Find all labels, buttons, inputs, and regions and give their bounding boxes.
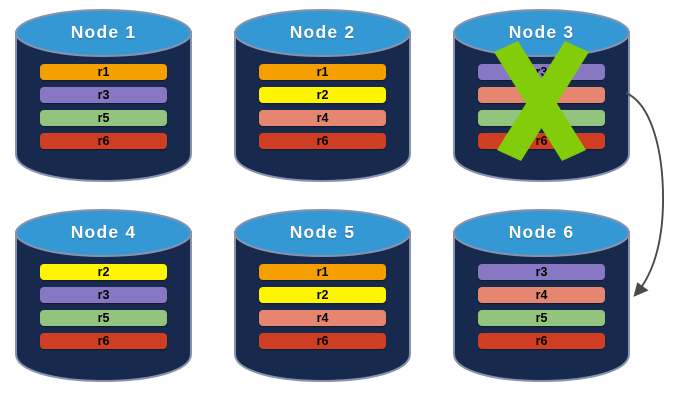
- cylinder-top-ellipse: [234, 9, 411, 57]
- node-cylinder-5[interactable]: Node 5 r1 r2 r4 r6: [233, 208, 412, 383]
- cylinder-top-ellipse: [234, 209, 411, 257]
- record-bar-r5[interactable]: r5: [40, 110, 167, 126]
- node-label: Node 1: [70, 22, 137, 42]
- node-cylinder-2[interactable]: Node 2 r1 r2 r4 r6: [233, 8, 412, 183]
- record-bar-r4[interactable]: r4: [478, 87, 605, 103]
- record-bar-r5[interactable]: r5: [478, 110, 605, 126]
- record-bar-r2[interactable]: r2: [259, 87, 386, 103]
- record-list: r3 r4 r5 r6: [478, 264, 605, 356]
- record-list: r2 r3 r5 r6: [40, 264, 167, 356]
- cylinder-top-ellipse: [15, 9, 192, 57]
- record-bar-r5[interactable]: r5: [478, 310, 605, 326]
- record-bar-r6[interactable]: r6: [259, 333, 386, 349]
- record-list: r1 r2 r4 r6: [259, 264, 386, 356]
- record-bar-r5[interactable]: r5: [40, 310, 167, 326]
- cylinder-top-ellipse: [15, 209, 192, 257]
- record-list: r1 r2 r4 r6: [259, 64, 386, 156]
- record-list: r3 r4 r5 r6: [478, 64, 605, 156]
- record-bar-r2[interactable]: r2: [40, 264, 167, 280]
- record-bar-r3[interactable]: r3: [478, 64, 605, 80]
- arrow-path: [625, 92, 664, 297]
- record-bar-r4[interactable]: r4: [259, 310, 386, 326]
- record-bar-r6[interactable]: r6: [40, 333, 167, 349]
- node-cylinder-4[interactable]: Node 4 r2 r3 r5 r6: [14, 208, 193, 383]
- node-label: Node 2: [289, 22, 356, 42]
- record-bar-r3[interactable]: r3: [40, 87, 167, 103]
- record-bar-r4[interactable]: r4: [478, 287, 605, 303]
- node-label: Node 3: [508, 22, 575, 42]
- record-bar-r4[interactable]: r4: [259, 110, 386, 126]
- record-bar-r3[interactable]: r3: [478, 264, 605, 280]
- record-bar-r6[interactable]: r6: [40, 133, 167, 149]
- record-bar-r6[interactable]: r6: [478, 333, 605, 349]
- record-list: r1 r3 r5 r6: [40, 64, 167, 156]
- node-label: Node 5: [289, 222, 356, 242]
- record-bar-r2[interactable]: r2: [259, 287, 386, 303]
- record-bar-r6[interactable]: r6: [478, 133, 605, 149]
- record-bar-r1[interactable]: r1: [40, 64, 167, 80]
- node-cylinder-3[interactable]: Node 3 r3 r4 r5 r6: [452, 8, 631, 183]
- node-label: Node 6: [508, 222, 575, 242]
- node-cylinder-6[interactable]: Node 6 r3 r4 r5 r6: [452, 208, 631, 383]
- record-bar-r1[interactable]: r1: [259, 264, 386, 280]
- record-bar-r3[interactable]: r3: [40, 287, 167, 303]
- node-label: Node 4: [70, 222, 137, 242]
- record-bar-r1[interactable]: r1: [259, 64, 386, 80]
- node-cylinder-1[interactable]: Node 1 r1 r3 r5 r6: [14, 8, 193, 183]
- record-bar-r6[interactable]: r6: [259, 133, 386, 149]
